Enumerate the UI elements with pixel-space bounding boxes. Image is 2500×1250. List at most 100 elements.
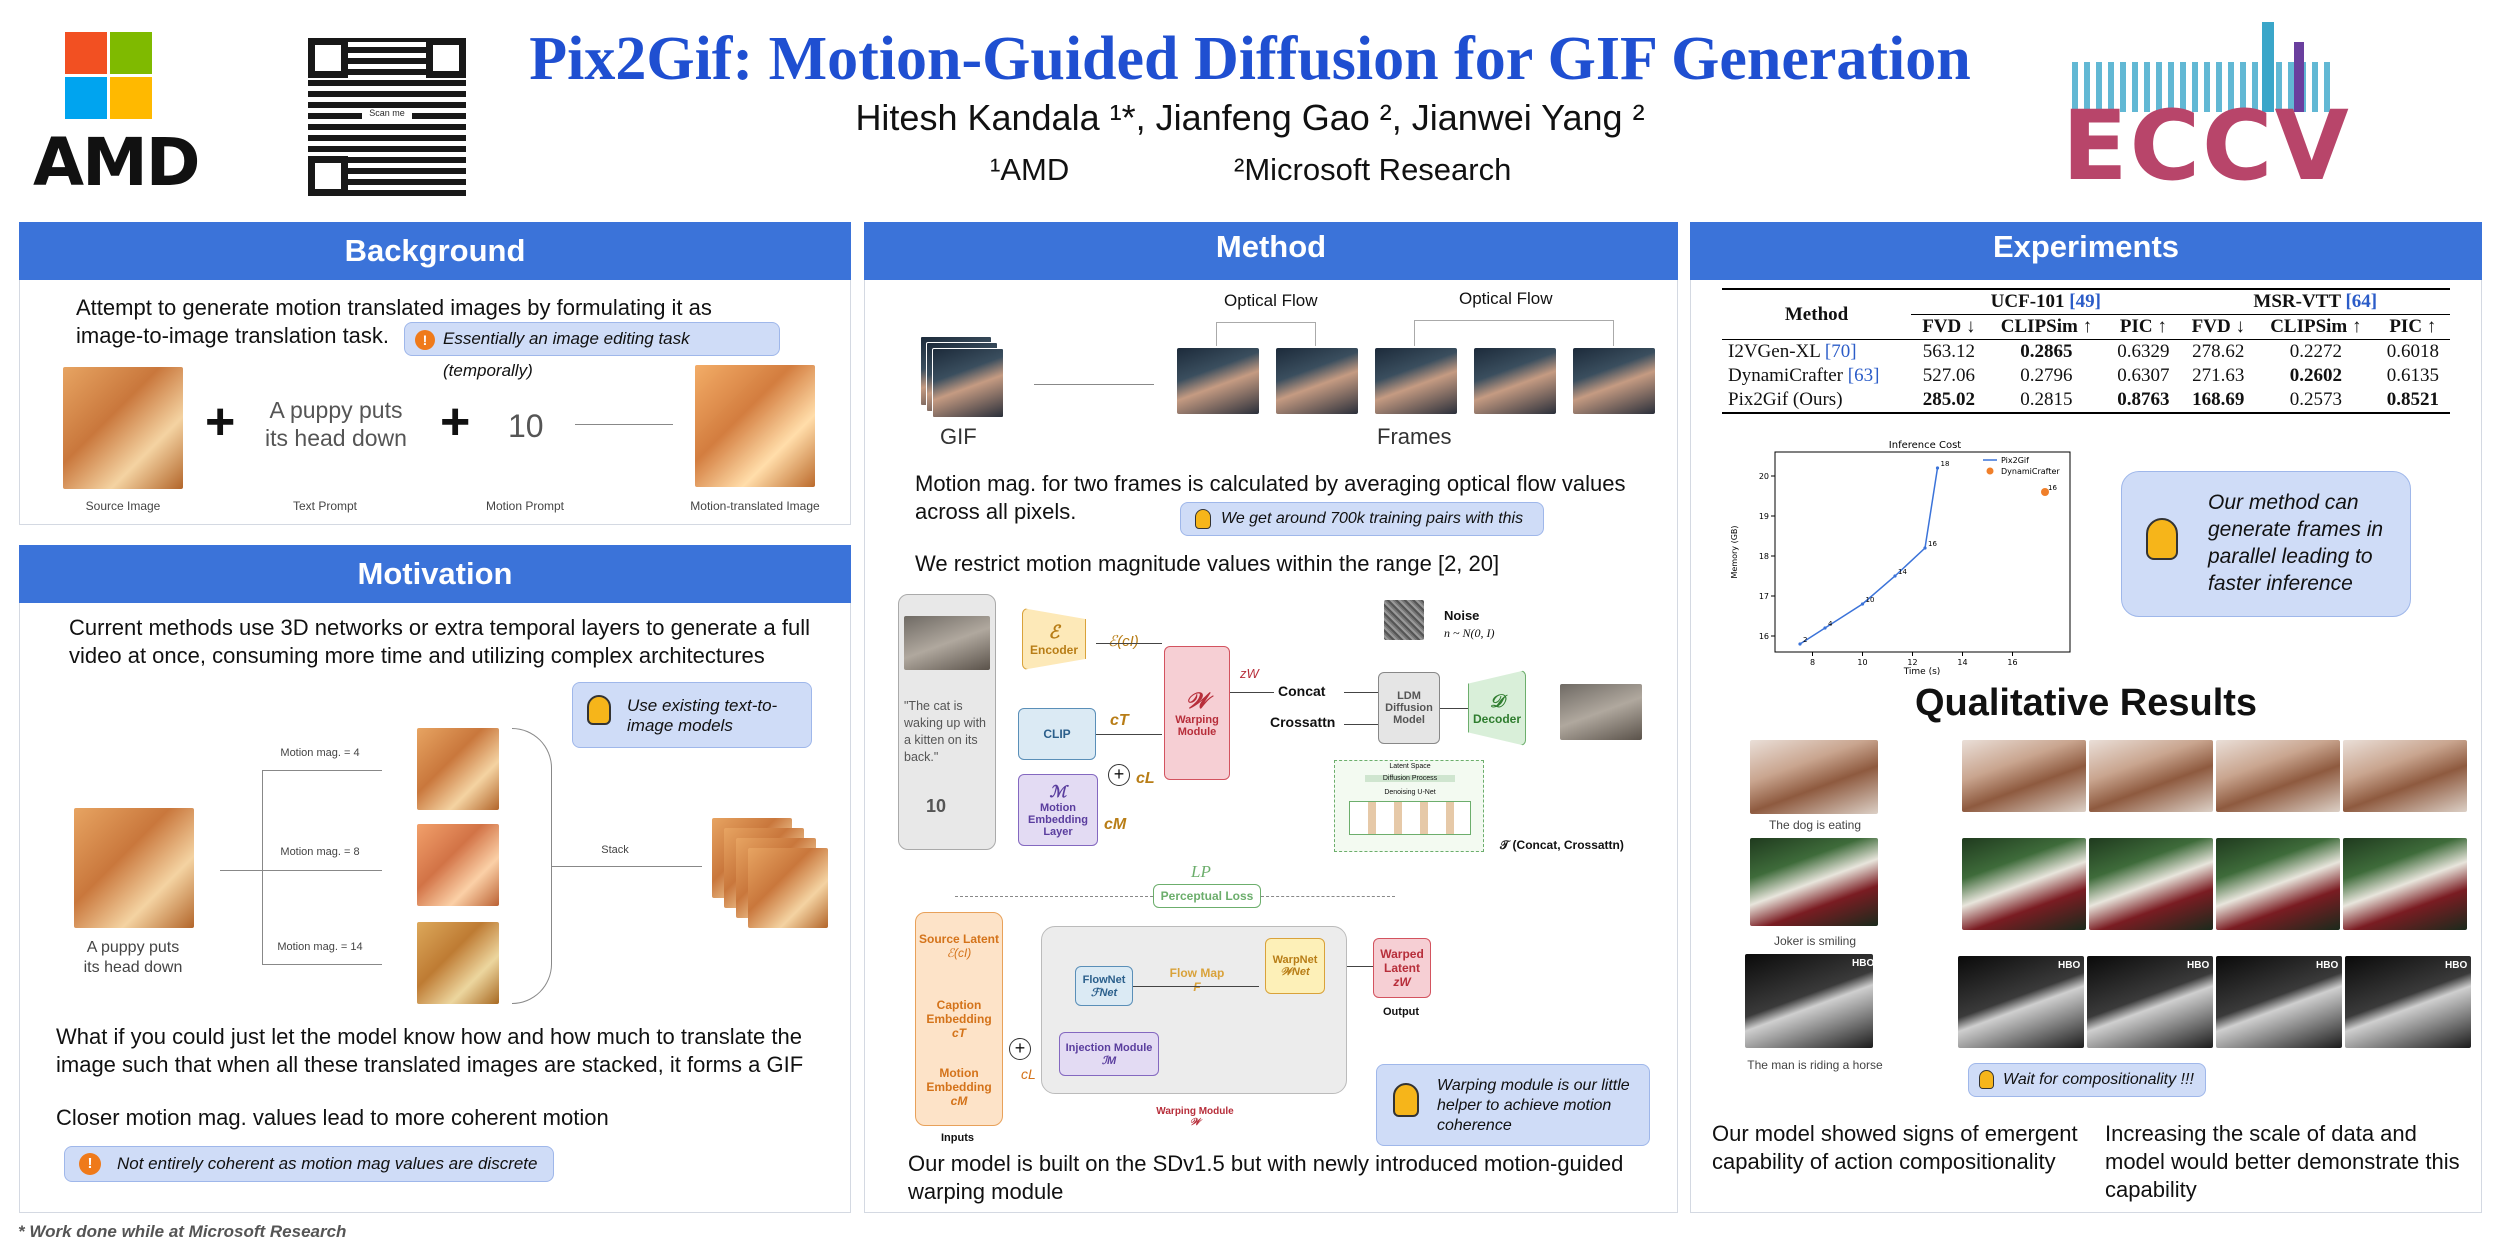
background-callout: ! Essentially an image editing task (tem…	[404, 322, 780, 380]
chart-point-label: 16	[2048, 484, 2057, 492]
affiliation-amd: ¹AMD	[990, 152, 1070, 187]
table-header-method: Method	[1784, 303, 1849, 325]
tau-label: 𝒯 (Concat, Crossattn)	[1500, 838, 1624, 852]
mag-label-14: Motion mag. = 14	[277, 941, 363, 953]
background-header: Background	[19, 222, 851, 280]
diagram-prompt: "The cat is waking up with a kitten on i…	[904, 699, 986, 764]
output-label: Output	[1383, 1006, 1420, 1018]
lightbulb-icon	[1979, 1070, 1994, 1089]
chart-ytick-label: 16	[1759, 632, 1769, 641]
chart-xtick-label: 12	[1907, 658, 1917, 667]
clip-block: CLIP	[1018, 708, 1096, 760]
table-group-ucf: UCF-101 [49]	[1911, 289, 2181, 315]
qual-caption-dog: The dog is eating	[1768, 818, 1862, 832]
experiments-header: Experiments	[1690, 222, 2482, 280]
plus-node-2: +	[1009, 1038, 1031, 1060]
chart-point	[1860, 602, 1865, 606]
method-callout-1: We get around 700k training pairs with t…	[1180, 502, 1544, 536]
experiments-text-left: Our model showed signs of emergent capab…	[1712, 1121, 2078, 1174]
qr-code[interactable]: Scan me	[308, 38, 466, 196]
crossattn-label: Crossattn	[1270, 714, 1336, 730]
stacked-gif	[712, 818, 828, 928]
frames-label: Frames	[1377, 424, 1452, 449]
warning-icon: !	[79, 1153, 101, 1175]
chart-ytick-label: 19	[1759, 512, 1769, 521]
chart-point-label: 2	[1803, 636, 1807, 644]
translation-arrow	[575, 424, 673, 425]
lp-label: LP	[1191, 862, 1211, 881]
chart-ytick-label: 20	[1759, 472, 1769, 481]
decoder-block: 𝒟 Decoder	[1468, 670, 1526, 746]
architecture-diagram: "The cat is waking up with a kitten on i…	[896, 588, 1656, 878]
method-callout-2: Warping module is our little helper to a…	[1376, 1064, 1650, 1146]
chart-ytick-label: 18	[1759, 552, 1769, 561]
caption-text-prompt: Text Prompt	[292, 499, 358, 513]
output-image	[1560, 684, 1642, 740]
method-header: Method	[864, 222, 1678, 280]
table-group-msr: MSR-VTT [64]	[2180, 289, 2450, 315]
perceptual-loss-box: Perceptual Loss	[1153, 884, 1261, 908]
frame-3	[1375, 348, 1457, 414]
source-image	[63, 367, 183, 489]
motivation-header: Motivation	[19, 545, 851, 603]
table-col-header: PIC ↑	[2389, 316, 2437, 337]
qual-row-horse: HBO HBO HBO HBO	[1958, 956, 2474, 1048]
qual-source-horse	[1745, 954, 1873, 1048]
method-text-2: We restrict motion magnitude values with…	[915, 551, 1500, 576]
motivation-warning: ! Not entirely coherent as motion mag va…	[64, 1146, 554, 1182]
horse-source-hbo: HBO	[1852, 958, 1875, 969]
text-prompt: A puppy puts its head down	[265, 397, 407, 451]
gif-stack	[920, 336, 1010, 426]
chart-point-label: 14	[1898, 568, 1907, 576]
qr-scan-label: Scan me	[362, 108, 412, 124]
frame-5	[1573, 348, 1655, 414]
chart-title: Inference Cost	[1889, 440, 1961, 451]
encoder-block: ℰ Encoder	[1022, 608, 1086, 670]
chart-point-label: 18	[1941, 460, 1950, 468]
diagram-cl: cL	[1136, 770, 1155, 787]
translated-image	[695, 365, 815, 487]
latent-space-zoom: Latent Space Diffusion Process Denoising…	[1334, 760, 1484, 852]
motivation-text-2: What if you could just let the model kno…	[56, 1024, 804, 1077]
authors: Hitesh Kandala ¹*, Jianfeng Gao ², Jianw…	[855, 97, 1645, 138]
motivation-text-1: Current methods use 3D networks or extra…	[69, 615, 811, 668]
frame-2	[1276, 348, 1358, 414]
legend-dynamicrafter: DynamiCrafter	[2001, 467, 2060, 476]
ldm-block: LDM Diffusion Model	[1378, 672, 1440, 744]
poster-title: Pix2Gif: Motion-Guided Diffusion for GIF…	[529, 25, 1971, 93]
stack-brace	[512, 728, 552, 1004]
diagram-motion: 10	[926, 796, 947, 816]
method-text-1: Motion mag. for two frames is calculated…	[915, 471, 1626, 524]
chart-point-label: 10	[1866, 596, 1875, 604]
footer-note: * Work done while at Microsoft Research	[18, 1222, 347, 1241]
lightbulb-icon	[1195, 509, 1211, 529]
plus-node: +	[1108, 764, 1130, 786]
frame-4	[1474, 348, 1556, 414]
experiments-text-right: Increasing the scale of data and model w…	[2105, 1121, 2460, 1202]
motion-prompt: 10	[508, 408, 544, 444]
hbo-badge: HBO	[2187, 960, 2210, 971]
mag-label-8: Motion mag. = 8	[280, 846, 360, 858]
frame-1	[1177, 348, 1259, 414]
method-text-3: Our model is built on the SDv1.5 but wit…	[908, 1151, 1624, 1204]
hbo-badge: HBO	[2058, 960, 2081, 971]
concat-label: Concat	[1278, 683, 1326, 699]
amd-ms-logo	[65, 32, 200, 122]
legend-pix2gif: Pix2Gif	[2001, 456, 2029, 465]
lightbulb-icon	[1393, 1083, 1419, 1117]
chart-point	[1893, 574, 1897, 578]
gif-label: GIF	[940, 424, 977, 449]
inputs-label: Inputs	[941, 1132, 974, 1144]
background-text: Attempt to generate motion translated im…	[76, 295, 712, 348]
plus-sign-2: +	[440, 393, 471, 451]
mag-label-4: Motion mag. = 4	[280, 747, 360, 759]
puppy-source-image	[74, 808, 194, 928]
inputs-block	[915, 912, 1003, 1126]
chart-point	[1923, 546, 1927, 550]
